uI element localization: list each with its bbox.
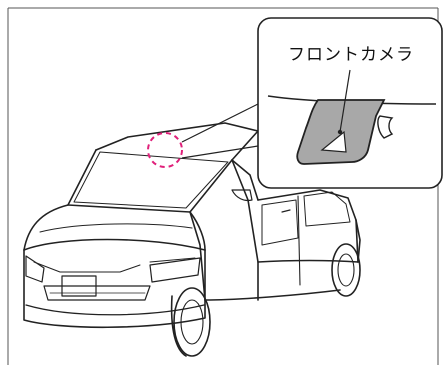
camera-lens-icon [320,130,347,153]
vehicle-illustration [23,122,361,357]
callout-leader-lines [181,103,259,159]
label-pointer-dot [337,129,343,135]
label-pointer-line [339,69,351,133]
camera-marker-circle [147,132,183,168]
front-camera-label: フロントカメラ [288,45,414,65]
